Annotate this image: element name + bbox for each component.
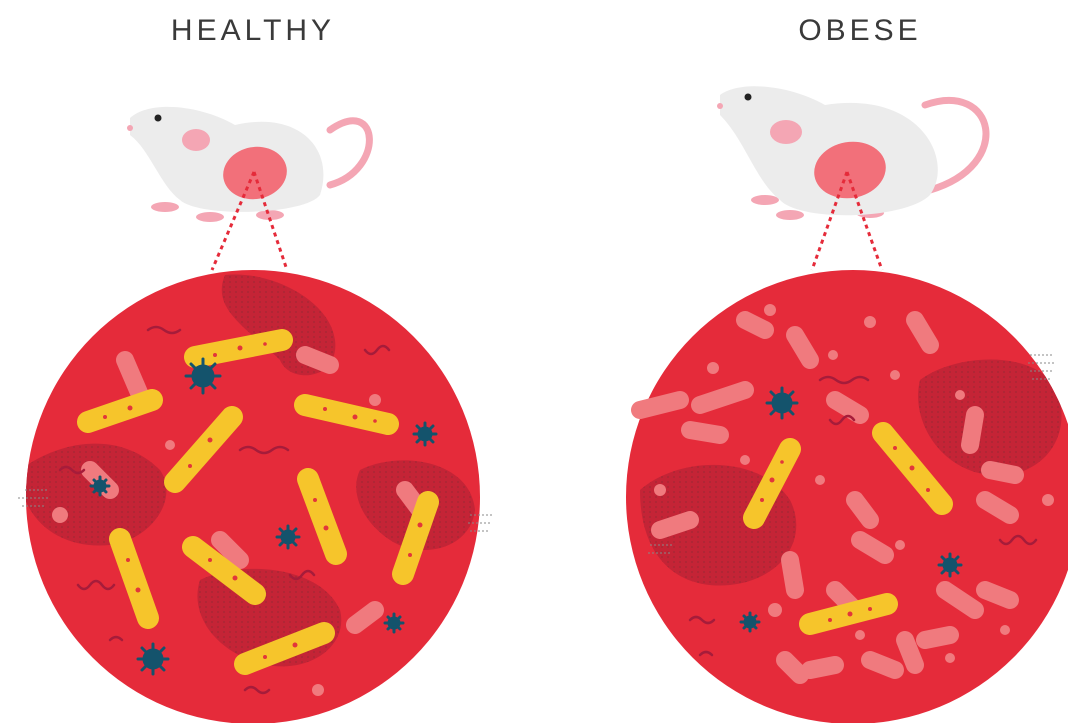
obese-gut-circle (626, 270, 1068, 723)
healthy-gut-circle (18, 270, 492, 723)
obese-mouse (717, 86, 986, 220)
healthy-mouse (127, 107, 369, 222)
